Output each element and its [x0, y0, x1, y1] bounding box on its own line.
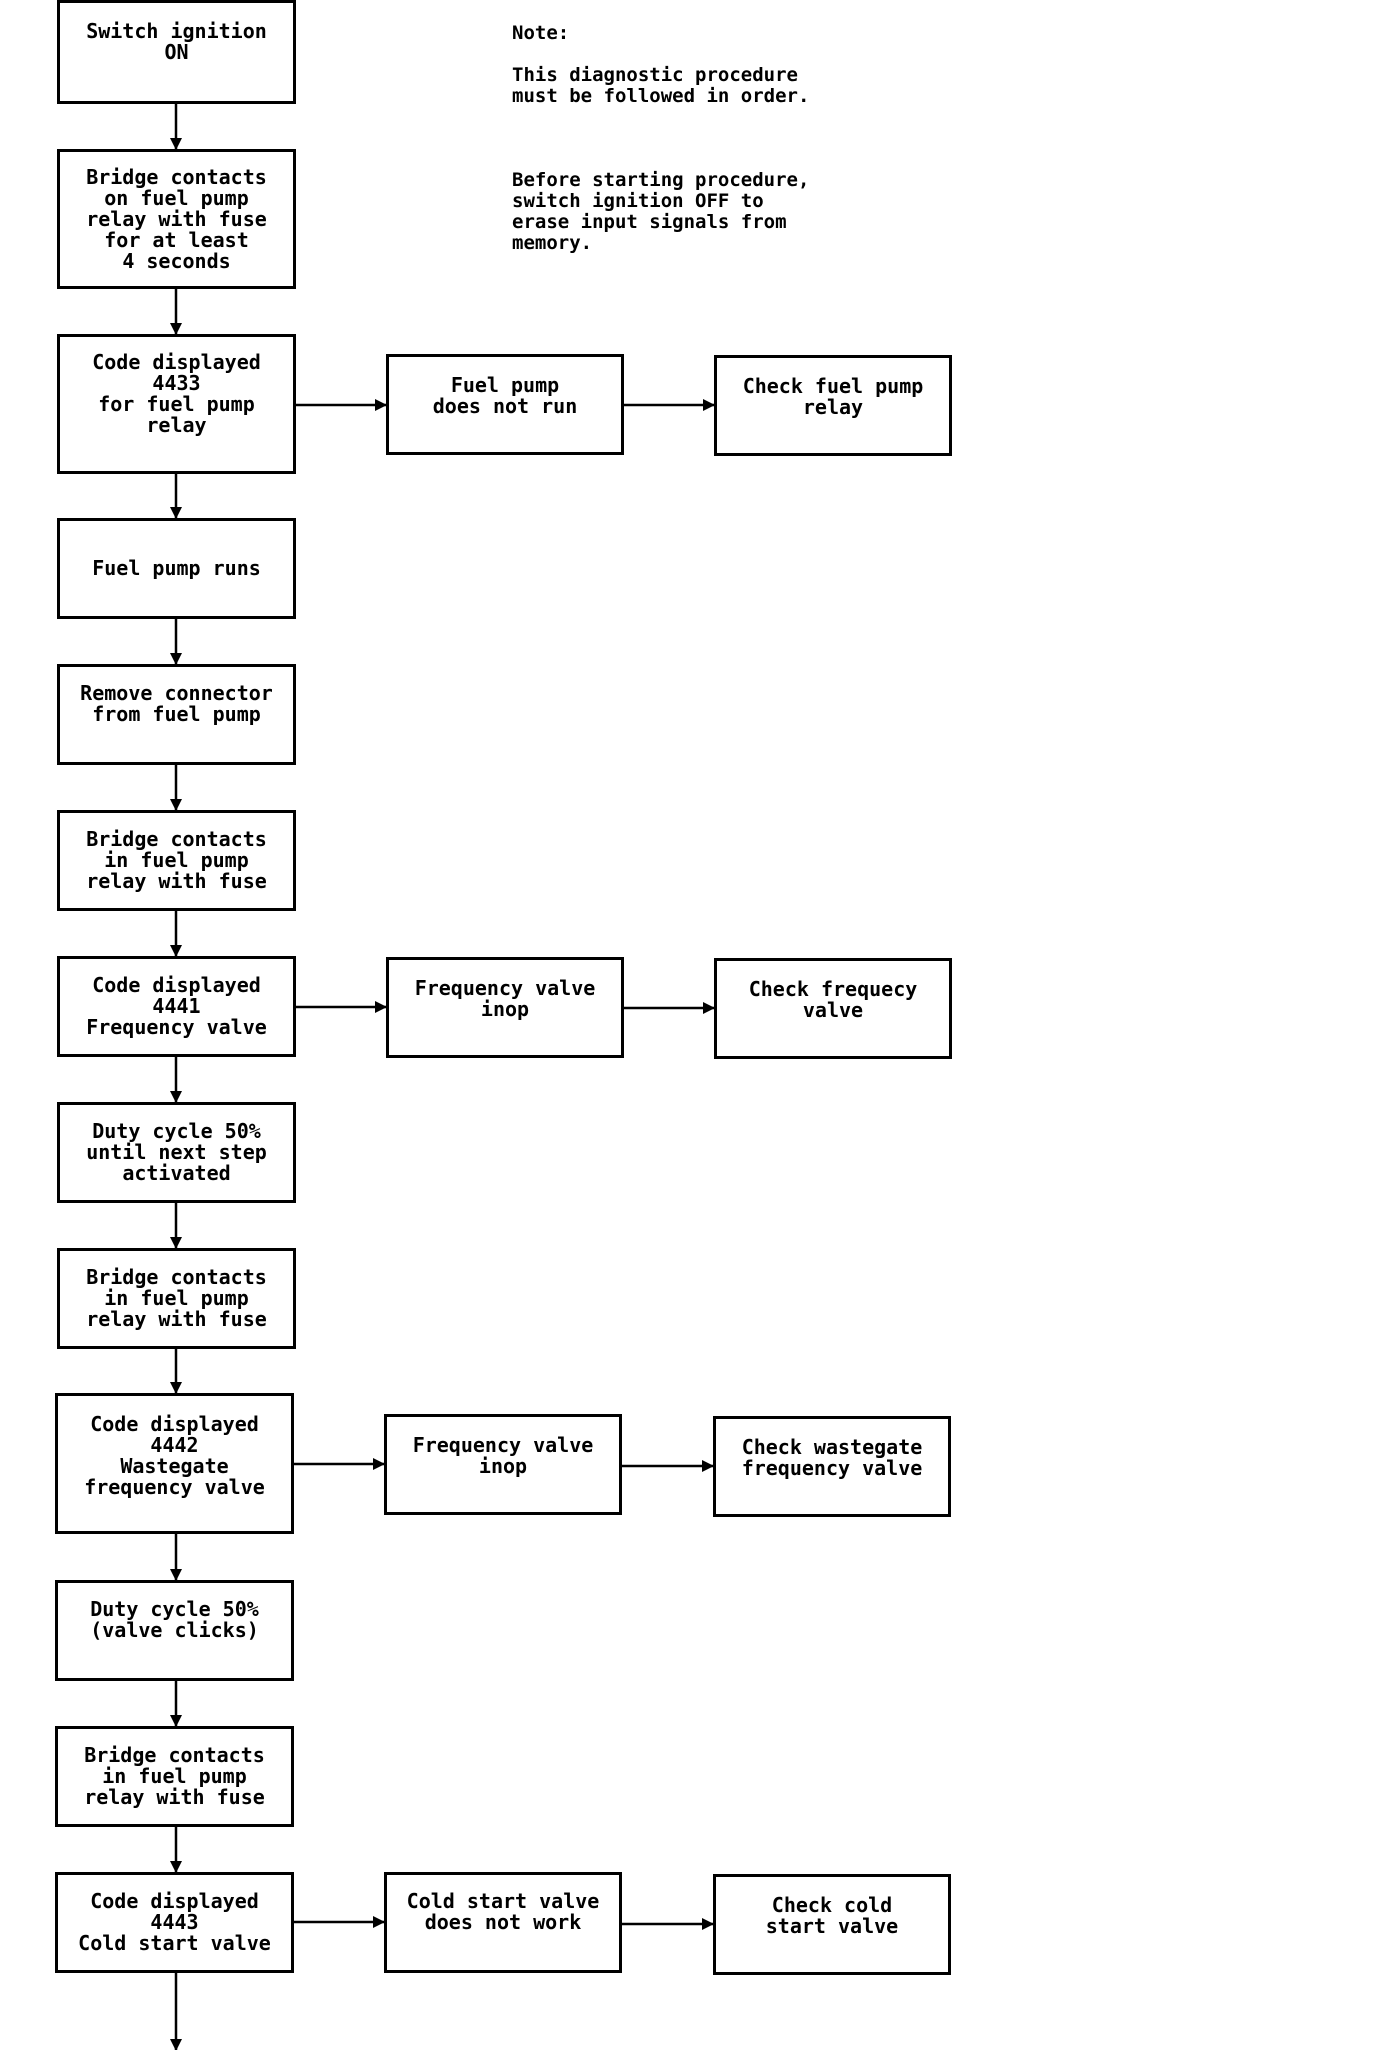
step-code-4441: Code displayed 4441 Frequency valve — [57, 956, 296, 1057]
step-fuel-pump-runs: Fuel pump runs — [57, 518, 296, 619]
step-bridge-contacts-4: Bridge contacts in fuel pump relay with … — [55, 1726, 294, 1827]
fault-wastegate-valve-inop: Frequency valve inop — [384, 1414, 622, 1515]
step-code-4442: Code displayed 4442 Wastegate frequency … — [55, 1393, 294, 1534]
step-bridge-contacts-4-seconds: Bridge contacts on fuel pump relay with … — [57, 149, 296, 289]
note-heading: Note: — [512, 22, 570, 44]
step-switch-ignition-on: Switch ignition ON — [57, 0, 296, 104]
diagnostic-note: Note: This diagnostic procedure must be … — [512, 2, 932, 275]
step-duty-cycle-valve-clicks: Duty cycle 50% (valve clicks) — [55, 1580, 294, 1681]
step-bridge-contacts-2: Bridge contacts in fuel pump relay with … — [57, 810, 296, 911]
action-check-fuel-pump-relay: Check fuel pump relay — [714, 355, 952, 456]
fault-fuel-pump-not-run: Fuel pump does not run — [386, 354, 624, 455]
step-remove-connector: Remove connector from fuel pump — [57, 664, 296, 765]
action-check-wastegate-valve: Check wastegate frequency valve — [713, 1416, 951, 1517]
fault-cold-start-valve: Cold start valve does not work — [384, 1872, 622, 1973]
step-code-4443: Code displayed 4443 Cold start valve — [55, 1872, 294, 1973]
note-before-text: Before starting procedure, switch igniti… — [512, 169, 810, 254]
note-order-text: This diagnostic procedure must be follow… — [512, 64, 810, 107]
fault-frequency-valve-inop: Frequency valve inop — [386, 957, 624, 1058]
step-bridge-contacts-3: Bridge contacts in fuel pump relay with … — [57, 1248, 296, 1349]
step-duty-cycle-next-step: Duty cycle 50% until next step activated — [57, 1102, 296, 1203]
action-check-cold-start-valve: Check cold start valve — [713, 1874, 951, 1975]
action-check-frequency-valve: Check frequecy valve — [714, 958, 952, 1059]
step-code-4433: Code displayed 4433 for fuel pump relay — [57, 334, 296, 474]
